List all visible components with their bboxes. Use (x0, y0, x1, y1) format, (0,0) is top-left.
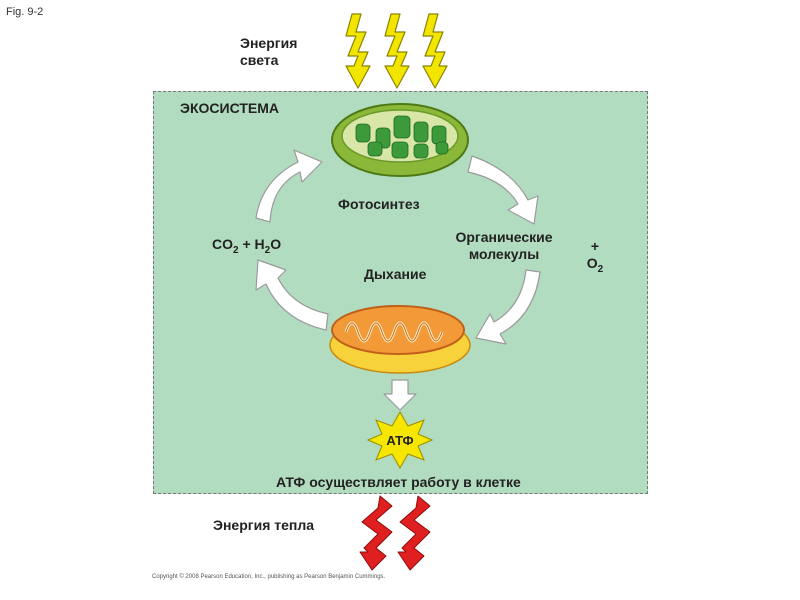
heat-energy-label: Энергия тепла (213, 517, 315, 533)
light-energy-line2: света (240, 52, 279, 68)
heat-arrow-1 (359, 495, 393, 571)
chloroplast-icon (331, 103, 469, 177)
organic-molecules-line1: Органические (455, 229, 553, 245)
oxygen-label: + O2 (583, 238, 607, 275)
arrow-to-co2-h2o (255, 259, 329, 331)
light-arrow-1 (345, 13, 371, 89)
co2-subscript: 2 (233, 244, 239, 256)
ecosystem-label: ЭКОСИСТЕМА (180, 100, 279, 116)
arrow-to-chloroplast (255, 149, 323, 223)
organic-molecules-label: Органические молекулы (444, 229, 564, 263)
plus-text: + (238, 236, 255, 252)
arrow-to-organic-molecules (467, 155, 539, 225)
heat-arrow-2 (397, 495, 431, 571)
arrow-to-atp (383, 379, 417, 411)
photosynthesis-label: Фотосинтез (338, 196, 420, 212)
light-arrow-3 (422, 13, 448, 89)
copyright-text: Copyright © 2008 Pearson Education, Inc.… (152, 574, 386, 580)
light-arrow-2 (384, 13, 410, 89)
atp-work-label: АТФ осуществляет работу в клетке (276, 474, 521, 490)
figure-label: Fig. 9-2 (6, 6, 44, 18)
h2o-o-text: O (270, 236, 282, 252)
light-energy-line1: Энергия (240, 35, 298, 51)
oxygen-o-text: O (586, 255, 598, 271)
arrow-to-mitochondrion (475, 269, 541, 345)
atp-badge-label: АТФ (386, 433, 414, 448)
organic-molecules-line2: молекулы (468, 246, 540, 262)
mitochondrion-icon (329, 305, 471, 374)
h2o-subscript: 2 (264, 244, 271, 256)
atp-starburst-icon (366, 410, 434, 470)
oxygen-plus: + (590, 238, 600, 254)
co2-h2o-label: CO2 + H2O (212, 236, 282, 256)
respiration-label: Дыхание (364, 266, 427, 282)
oxygen-subscript: 2 (597, 263, 604, 275)
h2o-h-text: H (254, 236, 265, 252)
light-energy-label: Энергия света (240, 35, 297, 69)
co2-text: CO (212, 236, 233, 252)
